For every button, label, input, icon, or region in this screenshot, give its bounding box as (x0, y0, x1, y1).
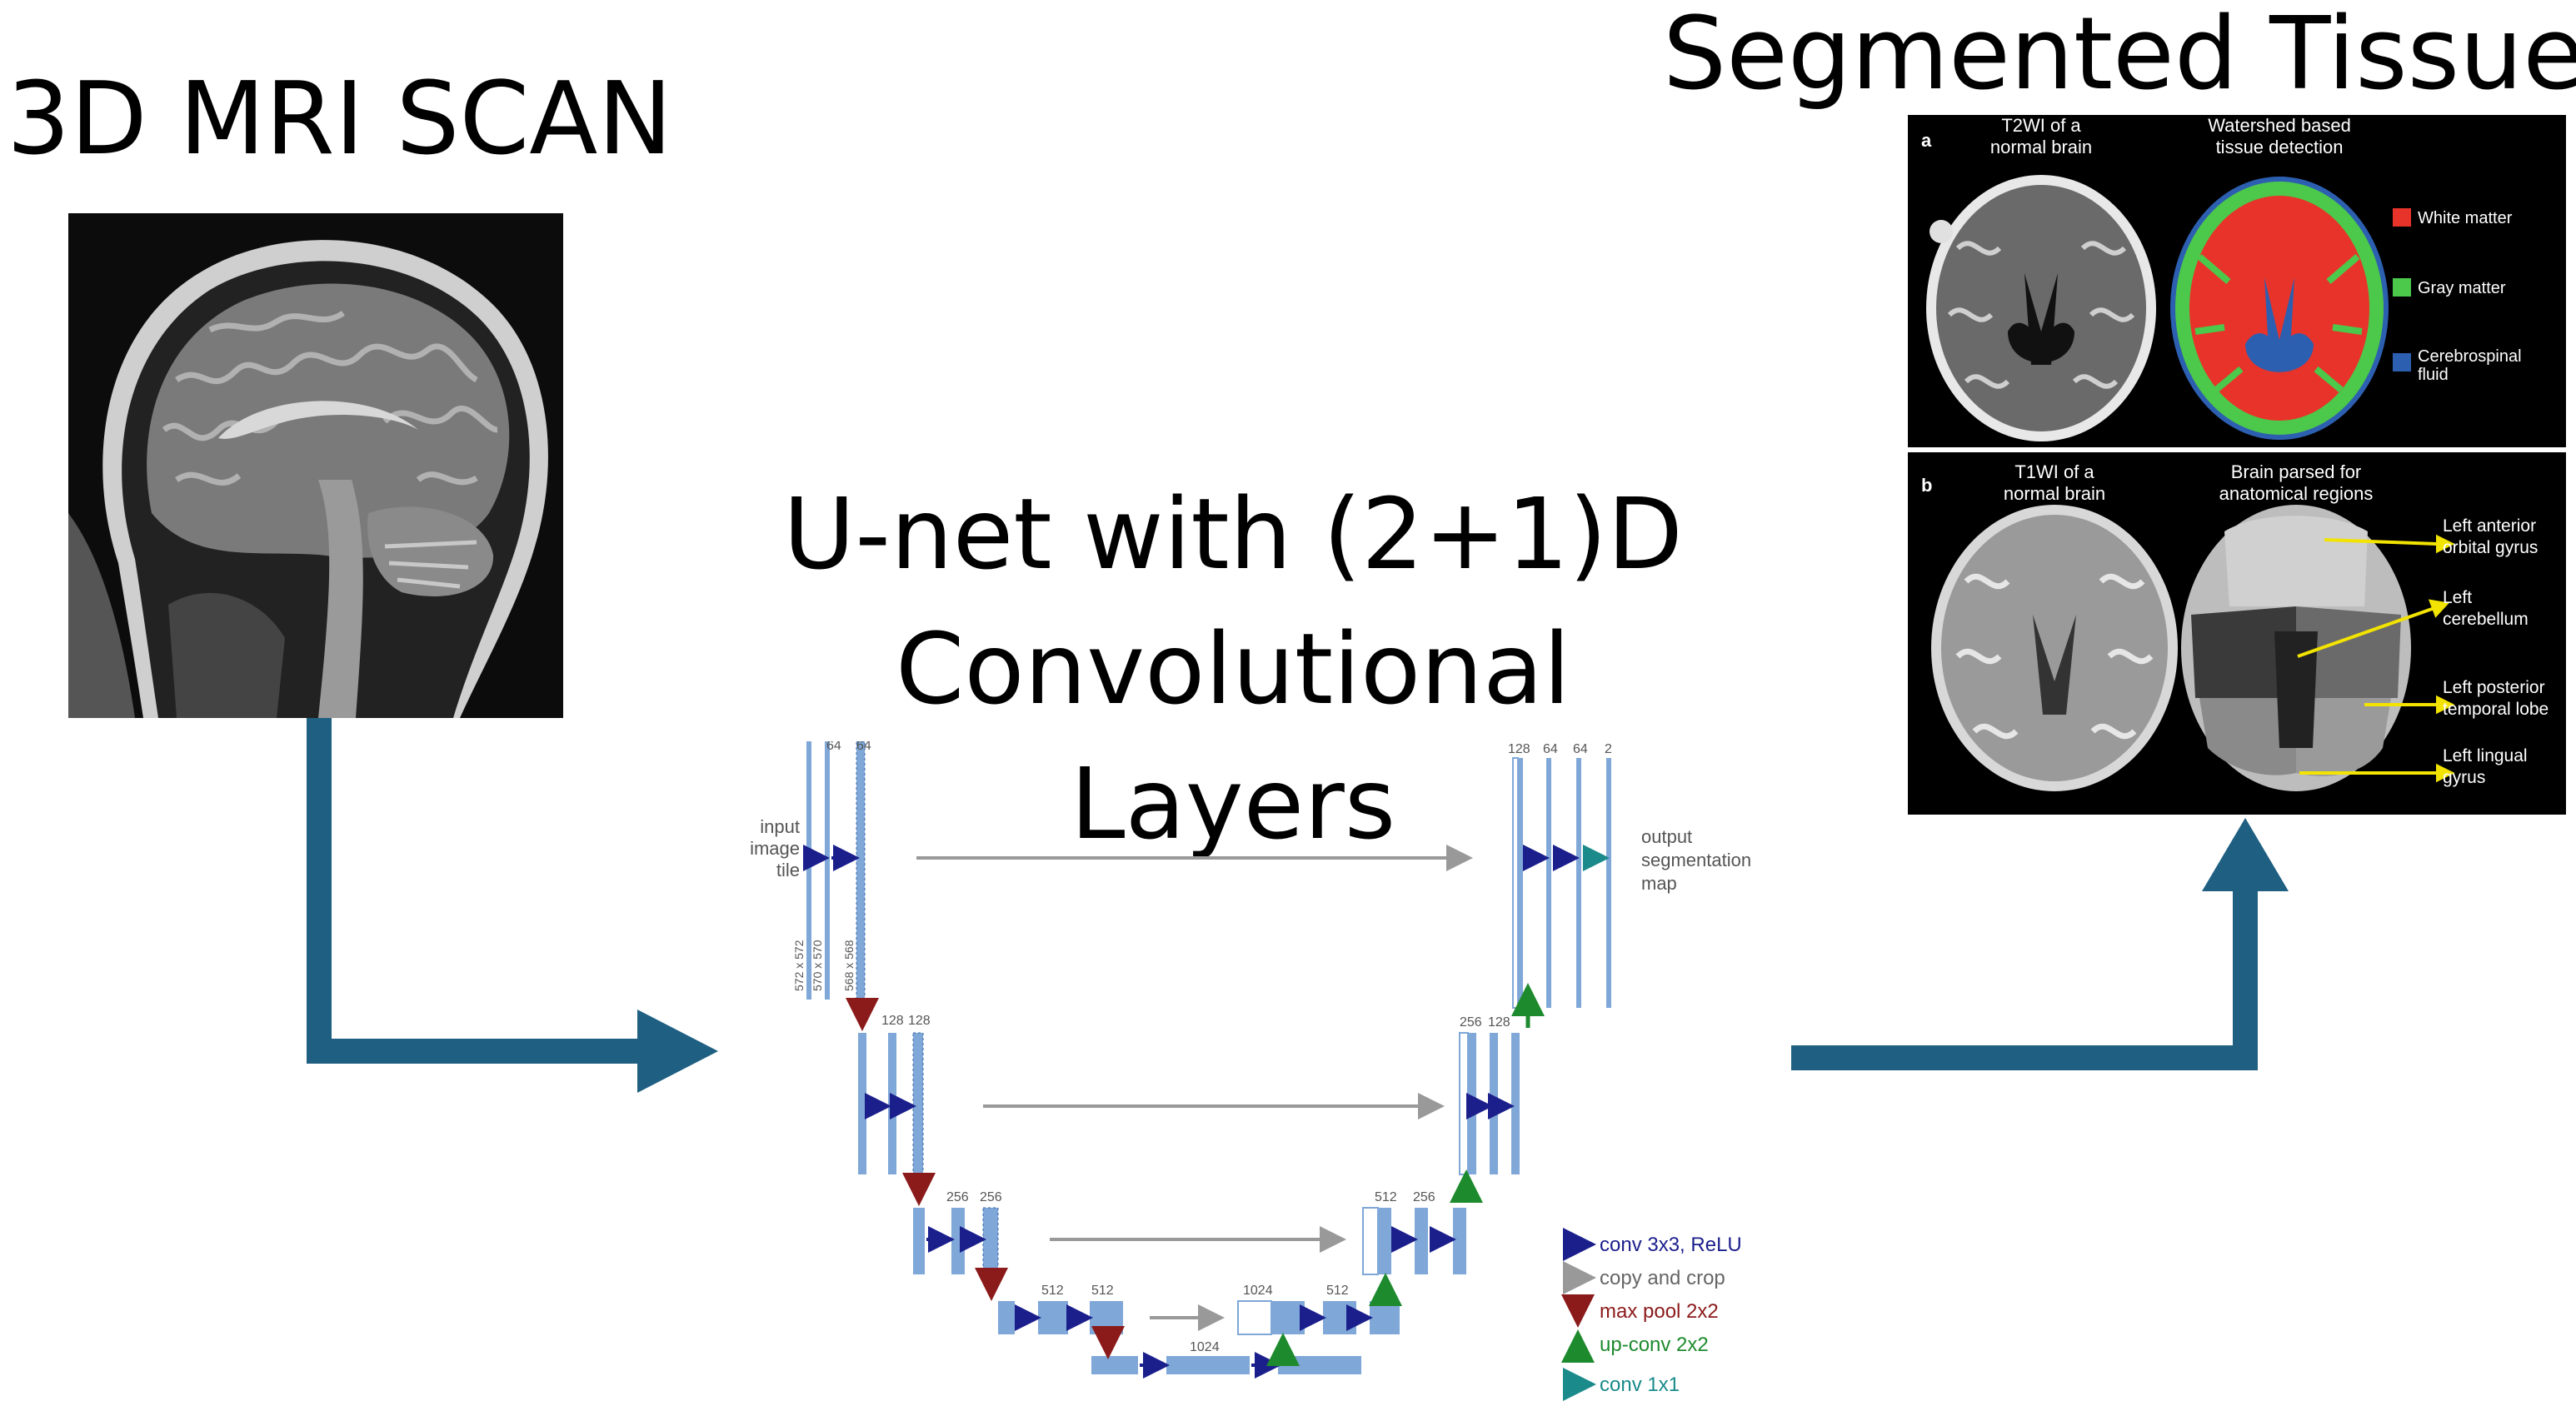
l1-size-3: 568 x 568 (842, 940, 856, 991)
u2-ch-2: 128 (1488, 1015, 1510, 1030)
u1-ch-4: 2 (1605, 742, 1612, 756)
u4-ch-2: 512 (1326, 1284, 1349, 1298)
unet-title-line2: Convolutional Layers (895, 611, 1571, 861)
panel-b-letter: b (1921, 475, 1932, 496)
l3-ch-2: 256 (980, 1190, 1002, 1204)
parsed-regions-map (2181, 505, 2411, 791)
legend-conv1x1: conv 1x1 (1600, 1374, 1680, 1396)
mri-to-unet-arrow (307, 718, 718, 1093)
legend-copy-crop: copy and crop (1600, 1267, 1725, 1289)
panel-b-right-title-1: Brain parsed for (2231, 461, 2362, 482)
mri-sagittal-image (68, 213, 563, 718)
unet-up-level1: 128 64 64 2 (1508, 742, 1612, 1009)
unet-legend: conv 3x3, ReLU copy and crop max pool 2x… (1561, 1228, 1742, 1401)
unet-up-level4: 1024 512 (1237, 1284, 1400, 1335)
mri-scan-title: 3D MRI SCAN (7, 62, 673, 177)
unet-output-label: output segmentation map (1641, 826, 1751, 894)
output-label-1: output (1641, 826, 1692, 847)
u1-ch-1: 128 (1508, 742, 1530, 756)
region-annotations: Left anterior orbital gyrus Left cerebel… (2297, 516, 2549, 787)
unet-level4-encoder: 512 512 (998, 1284, 1123, 1334)
white-matter-swatch (2393, 208, 2411, 227)
input-label-1: input (760, 816, 800, 837)
legend-gray-matter: Gray matter (2418, 279, 2506, 297)
output-label-3: map (1641, 873, 1677, 894)
unet-to-segmentation-arrow (1791, 818, 2289, 1070)
region-label-3b: temporal lobe (2443, 700, 2549, 719)
unet-maxpool-arrows (846, 998, 1125, 1359)
l1-ch-2: 64 (826, 741, 841, 753)
t1wi-brain-image (1931, 505, 2178, 791)
unet-title-line1: U-net with (2+1)D (783, 476, 1683, 591)
region-label-1a: Left anterior (2443, 516, 2536, 536)
panel-b-right-title-2: anatomical regions (2219, 483, 2374, 504)
l2-ch-1: 128 (881, 1014, 904, 1028)
legend-upconv: up-conv 2x2 (1600, 1334, 1709, 1356)
watershed-tissue-map (2170, 177, 2389, 440)
region-label-3a: Left posterior (2443, 678, 2545, 697)
unet-up-level2: 256 128 (1459, 1015, 1520, 1175)
unet-architecture-diagram: input image tile output segmentation map… (750, 741, 1751, 1401)
unet-up-level3: 512 256 (1362, 1190, 1466, 1275)
l3-ch-1: 256 (946, 1190, 969, 1204)
legend-conv3x3: conv 3x3, ReLU (1600, 1234, 1742, 1256)
unet-level3-encoder: 256 256 (913, 1190, 1002, 1275)
output-label-2: segmentation (1641, 850, 1751, 870)
panel-a-left-title-2: normal brain (1990, 137, 2092, 157)
unet-title: U-net with (2+1)D Convolutional Layers (733, 466, 1733, 871)
legend-maxpool: max pool 2x2 (1600, 1300, 1719, 1323)
unet-level1-encoder: 64 64 572 x 572 570 x 570 568 x 568 (792, 741, 871, 1000)
unet-upconv-arrows (1266, 983, 1545, 1366)
region-label-4a: Left lingual (2443, 746, 2528, 765)
segmented-tissues-title: Segmented Tissues (1663, 0, 2576, 112)
u3-ch-1: 512 (1375, 1190, 1397, 1204)
legend-csf-2: fluid (2418, 366, 2449, 384)
u1-ch-3: 64 (1573, 742, 1588, 756)
u2-ch-1: 256 (1460, 1015, 1482, 1030)
panel-a-right-title-1: Watershed based (2208, 115, 2351, 136)
region-label-2b: cerebellum (2443, 610, 2529, 629)
l1-size-2: 570 x 570 (811, 940, 824, 991)
unet-level2-encoder: 128 128 (858, 1014, 931, 1175)
panel-b-left-title-2: normal brain (2004, 483, 2105, 504)
panel-b-left-title-1: T1WI of a (2014, 461, 2094, 482)
segmentation-figure: a T2WI of a normal brain Watershed based… (1908, 115, 2566, 815)
panel-a-right-title-2: tissue detection (2216, 137, 2344, 157)
t2wi-brain-image (1926, 175, 2156, 441)
tissue-legend: White matter Gray matter Cerebrospinal f… (2393, 208, 2522, 384)
unet-input-label: input image tile (750, 816, 800, 880)
panel-a-letter: a (1921, 130, 1932, 151)
l4-ch-2: 512 (1091, 1284, 1114, 1298)
l2-ch-2: 128 (908, 1014, 931, 1028)
region-label-1b: orbital gyrus (2443, 538, 2538, 557)
legend-white-matter: White matter (2418, 209, 2513, 227)
segmentation-figure-svg: a T2WI of a normal brain Watershed based… (1908, 115, 2566, 815)
l1-ch-3: 64 (856, 741, 871, 753)
csf-swatch (2393, 353, 2411, 371)
unet-bottleneck: 1024 (1091, 1340, 1361, 1379)
u1-ch-2: 64 (1543, 742, 1558, 756)
u3-ch-2: 256 (1413, 1190, 1435, 1204)
legend-csf-1: Cerebrospinal (2418, 347, 2522, 366)
panel-a-left-title-1: T2WI of a (2001, 115, 2081, 136)
l5-ch-1: 1024 (1190, 1340, 1220, 1354)
gray-matter-swatch (2393, 278, 2411, 297)
unet-skip-connections (916, 845, 1473, 1331)
l1-size-1: 572 x 572 (792, 940, 806, 991)
region-label-4b: gyrus (2443, 768, 2485, 787)
input-label-3: tile (776, 860, 800, 880)
input-label-2: image (750, 838, 800, 859)
u4-ch-1: 1024 (1243, 1284, 1273, 1298)
l4-ch-1: 512 (1041, 1284, 1064, 1298)
region-label-2a: Left (2443, 588, 2472, 607)
